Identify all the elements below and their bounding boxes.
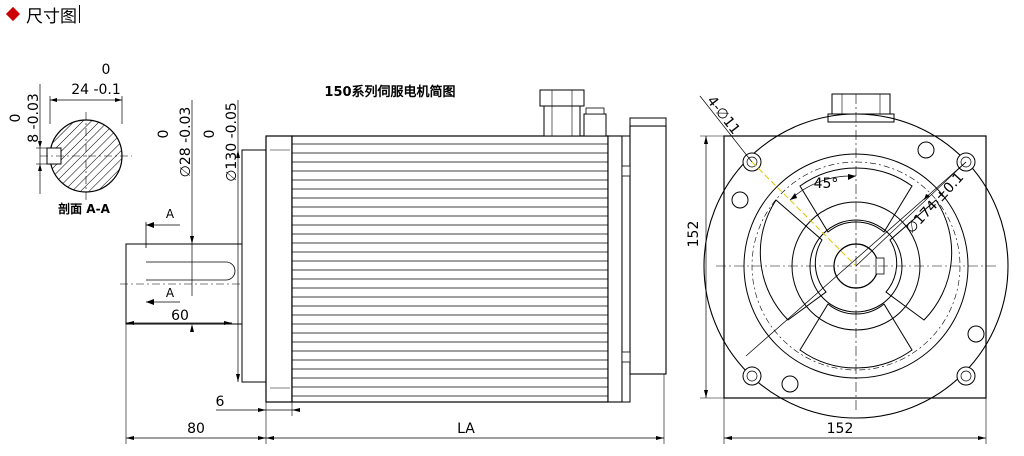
motor-body (291, 135, 609, 403)
text-cursor (79, 5, 80, 23)
flange-height-dim: 152 (686, 221, 702, 248)
power-connector (543, 105, 581, 137)
encoder-housing (629, 125, 667, 375)
front-flange (265, 135, 293, 403)
pilot-dia: ∅130 -0.05 (224, 102, 240, 182)
angle-dim: 45° (814, 176, 839, 192)
side-view: 150系列伺服电机简图 A A (120, 84, 667, 444)
body-length-dim: LA (457, 421, 475, 437)
key-tol: 0 (8, 114, 24, 123)
key-length-dim: 60 (171, 308, 189, 324)
shaft-dia: ∅28 -0.03 (178, 107, 194, 178)
rib-window-left (759, 199, 827, 321)
section-label: 剖面 A-A (58, 201, 110, 216)
encoder-connector (583, 113, 607, 137)
section-width-dim: 24 -0.1 (71, 82, 121, 98)
rib-window-top (799, 167, 913, 233)
front-view: 4-∅11 45° ∅174 ±0.1 152 152 (686, 93, 1009, 444)
flange-width-dim: 152 (827, 421, 854, 437)
section-mark-top: A (166, 207, 175, 221)
section-header: 尺寸图 (4, 2, 80, 27)
diagonal-line (751, 161, 857, 267)
holes-dim: 4-∅11 (703, 93, 743, 137)
section-title: 尺寸图 (26, 6, 77, 27)
section-mark-bottom: A (166, 286, 175, 300)
rib-window-right (885, 199, 953, 321)
diagram-caption: 150系列伺服电机简图 (324, 84, 455, 100)
shaft-tol: 0 (156, 130, 172, 139)
pilot (241, 149, 267, 383)
rib-window-bottom (799, 303, 913, 369)
rear-cover (607, 135, 623, 403)
section-view: 0 24 -0.1 0 8 -0.03 剖面 A-A (8, 62, 132, 216)
section-width-tol: 0 (102, 62, 111, 78)
flange-thickness-dim: 6 (216, 394, 225, 410)
top-connector (831, 93, 891, 115)
shaft-keyway (146, 261, 236, 281)
key-dim: 8 -0.03 (26, 93, 42, 143)
shaft-length-dim: 80 (187, 421, 205, 437)
pilot-tol: 0 (202, 130, 218, 139)
